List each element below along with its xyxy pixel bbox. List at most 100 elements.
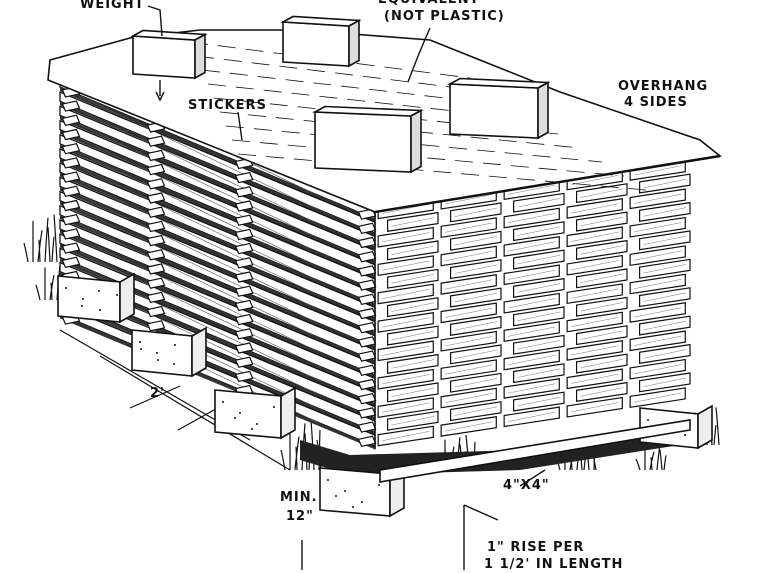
end-grain: [580, 330, 624, 340]
sticker: [146, 192, 166, 204]
sticker: [234, 299, 254, 312]
end-grain: [391, 387, 435, 397]
ground-line: [99, 355, 291, 471]
ground-shadow: [300, 420, 680, 475]
roof-shading: [195, 55, 493, 93]
board-gap: [60, 115, 375, 251]
end-grain: [634, 364, 682, 375]
end-grain: [580, 358, 624, 369]
sticker: [146, 163, 166, 176]
overhang-label: OVERHANG: [618, 79, 709, 94]
end-grain: [643, 235, 687, 245]
end-grain: [517, 226, 561, 236]
end-grain: [571, 203, 619, 214]
end-grain: [571, 260, 619, 271]
end-grain: [508, 184, 556, 195]
board-gap: [60, 101, 375, 237]
board-gap: [60, 129, 375, 265]
board-gap: [60, 229, 375, 365]
stickers-label: STICKERS: [188, 98, 267, 113]
rise-length-label: 1 1/2' IN LENGTH: [484, 557, 624, 572]
grass-tuft: [635, 444, 667, 471]
grass-tuft: [35, 264, 63, 301]
beam-4x4: [379, 419, 691, 483]
end-grain: [382, 374, 430, 385]
end-grain: [454, 321, 498, 331]
board-grain: [79, 166, 356, 299]
board-gap: [60, 285, 375, 421]
foundation-block: [131, 326, 207, 378]
board-gap: [60, 172, 375, 308]
end-grain: [508, 269, 556, 280]
board-gap: [60, 87, 375, 223]
end-grain: [571, 288, 619, 299]
board-grain: [79, 124, 356, 256]
end-grain: [643, 292, 687, 302]
end-grain: [508, 241, 556, 252]
end-grain: [454, 406, 498, 416]
roof-edge: [374, 154, 721, 214]
sticker: [61, 185, 81, 197]
sticker: [234, 214, 254, 226]
end-grain: [391, 416, 435, 426]
end-grain: [454, 378, 498, 388]
sticker: [146, 320, 166, 332]
sticker: [61, 228, 81, 240]
sticker: [61, 100, 81, 112]
weight-drop-arrow: [155, 80, 165, 102]
end-grain: [382, 317, 430, 328]
beam-size-label: 4"X4": [503, 478, 550, 493]
sticker: [61, 157, 81, 169]
end-grain: [634, 279, 682, 289]
end-grain: [580, 273, 624, 283]
end-grain: [391, 330, 435, 341]
sticker: [146, 135, 166, 147]
beam-leader: [519, 469, 546, 487]
not-plastic-label: (NOT PLASTIC): [384, 9, 505, 24]
sticker: [234, 200, 254, 212]
end-grain: [634, 193, 682, 204]
sticker: [146, 249, 166, 261]
board-grain: [79, 209, 356, 342]
sticker: [234, 285, 254, 297]
end-grain: [454, 207, 498, 217]
weight-block: [447, 77, 551, 140]
board-grain: [79, 223, 356, 356]
sticker: [61, 256, 81, 268]
board-grain: [79, 110, 356, 242]
sticker: [234, 171, 254, 184]
end-grain: [580, 216, 624, 227]
board-grain: [79, 252, 356, 384]
dimension-tick: [129, 385, 181, 409]
end-grain: [454, 292, 498, 303]
end-grain: [517, 368, 561, 378]
end-grain: [643, 264, 687, 274]
end-grain: [445, 251, 493, 261]
end-grain: [508, 411, 556, 422]
sticker: [234, 328, 254, 340]
rise-label: 1" RISE PER: [487, 540, 585, 555]
end-grain: [580, 245, 624, 255]
end-grain: [391, 217, 435, 227]
min-label: MIN.: [280, 490, 318, 505]
end-grain: [517, 254, 561, 265]
sticker: [146, 263, 166, 275]
overhang-sides-label: 4 SIDES: [624, 95, 688, 110]
sticker: [146, 277, 166, 289]
end-grain: [571, 317, 619, 327]
sticker: [146, 305, 166, 318]
board-grain: [79, 138, 356, 271]
board-gap: [60, 186, 375, 322]
end-grain: [454, 349, 498, 359]
grass-tuft: [23, 214, 58, 263]
end-grain: [508, 298, 556, 309]
end-grain: [571, 345, 619, 356]
end-grain: [445, 336, 493, 347]
end-grain: [580, 188, 624, 198]
label-leaders: [147, 5, 546, 570]
stickers-leader: [237, 111, 243, 141]
end-grain: [508, 355, 556, 365]
end-grain: [634, 165, 682, 176]
sticker: [234, 313, 254, 326]
sticker: [234, 257, 254, 269]
